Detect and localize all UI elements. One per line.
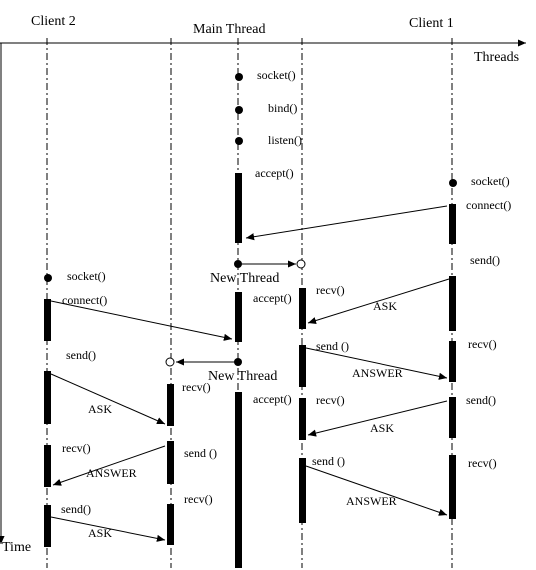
new-thread-a-accept-label: accept() [253,291,292,305]
client1-socket-label: socket() [471,174,510,188]
new-thread-a-recv-label-2: recv() [316,393,345,407]
new-thread-b-send-bar [167,441,174,484]
new-thread-a-label: New Thread [210,271,279,286]
client1-connect-arrow [245,205,448,241]
main-bind-label: bind() [268,101,297,115]
threads-axis-label: Threads [474,50,519,65]
client1-header: Client 1 [409,16,454,31]
client1-send-bar-2 [449,397,456,438]
client2-socket-label: socket() [67,269,106,283]
answer-label-3: ANSWER [346,494,397,508]
main-accept-label: accept() [255,166,294,180]
new-thread-a-send-label: send () [316,339,349,353]
ask-label-4: ASK [88,526,112,540]
client2-send-label: send() [66,348,96,362]
main-spawn-b-dot [234,358,242,366]
ask-arrow-1 [307,278,450,325]
client2-connect-label: connect() [62,293,107,307]
client1-connect-label: connect() [466,198,511,212]
ask-label-1: ASK [373,299,397,313]
main-accept-bar-2 [235,292,242,342]
client1-recv-bar-1 [449,341,456,382]
new-thread-b-recv-bar [167,384,174,426]
new-thread-a-send-bar-2 [299,458,306,523]
client2-connect-bar [44,299,51,341]
client1-connect-bar [449,204,456,244]
client1-recv-label-2: recv() [468,456,497,470]
client1-recv-label-1: recv() [468,337,497,351]
main-accept-bar-1 [235,173,242,243]
answer-arrow-3 [305,465,448,516]
new-thread-a-send-bar [299,345,306,387]
main-accept-bar-3 [235,392,242,568]
main-listen-label: listen() [268,133,302,147]
client1-socket-dot [449,179,457,187]
new-thread-a-recv-bar [299,288,306,329]
client1-send-label: send() [470,253,500,267]
main-spawn-a-dot [234,260,242,268]
client2-send-bar [44,371,51,424]
answer-label-1: ANSWER [352,366,403,380]
new-thread-b-recv-label: recv() [182,380,211,394]
ask-arrow-3 [307,400,448,437]
client1-send-bar [449,276,456,331]
client2-connect-arrow [50,300,233,341]
new-thread-a-recv-label: recv() [316,283,345,297]
answer-arrow-2 [52,445,166,486]
main-thread-header: Main Thread [193,22,265,37]
new-thread-b-label: New Thread [208,369,277,384]
client2-recv-bar [44,445,51,487]
ask-arrow-2 [50,373,166,425]
ask-label-3: ASK [370,421,394,435]
client2-socket-dot [44,274,52,282]
answer-arrow-1 [305,347,448,380]
client2-send-bar-2 [44,505,51,547]
client2-recv-label: recv() [62,441,91,455]
time-axis-label: Time [2,540,31,555]
main-bind-dot [235,106,243,114]
new-thread-a-recv-bar-2 [299,398,306,440]
new-thread-b-start [165,357,175,367]
new-thread-a-start [296,259,306,269]
main-socket-dot [235,73,243,81]
new-thread-b-send-label: send () [184,446,217,460]
client2-header: Client 2 [31,14,76,29]
client2-send-label-2: send() [61,502,91,516]
new-thread-a-accept-label-2: accept() [253,392,292,406]
new-thread-a-send-label-2: send () [312,454,345,468]
ask-label-2: ASK [88,402,112,416]
main-listen-dot [235,137,243,145]
new-thread-b-recv-bar-2 [167,504,174,545]
new-thread-b-recv-label-2: recv() [184,492,213,506]
answer-label-2: ANSWER [86,466,137,480]
client1-recv-bar-2 [449,455,456,519]
main-socket-label: socket() [257,68,296,82]
ask-arrow-4 [50,516,166,542]
client1-send-label-2: send() [466,393,496,407]
